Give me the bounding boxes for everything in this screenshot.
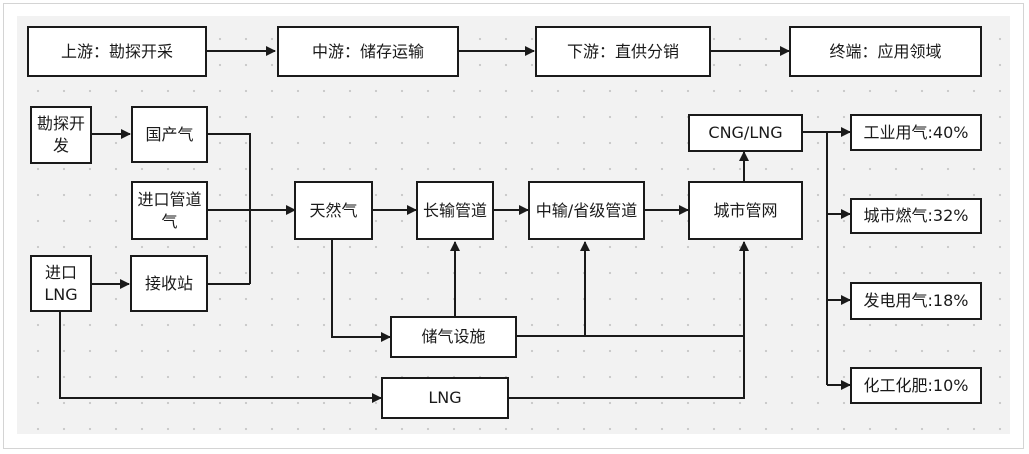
app-industrial: 工业用气:40% — [850, 114, 982, 151]
node-storage: 储气设施 — [390, 316, 517, 358]
node-cng-lng: CNG/LNG — [688, 114, 803, 152]
node-long-pipeline: 长输管道 — [416, 181, 494, 240]
stage-upstream: 上游：勘探开采 — [27, 26, 207, 77]
app-city-gas: 城市燃气:32% — [850, 198, 982, 234]
stage-downstream: 下游：直供分销 — [535, 26, 711, 77]
node-import-lng: 进口LNG — [30, 255, 92, 312]
app-power: 发电用气:18% — [850, 282, 982, 320]
line-domestic-to-bus — [207, 133, 251, 284]
node-pipeline-import: 进口管道气 — [131, 181, 208, 240]
arrow-gas-to-storage — [331, 240, 391, 342]
node-exploration: 勘探开发 — [30, 106, 92, 164]
node-city-network: 城市管网 — [688, 181, 803, 240]
node-receiving-station: 接收站 — [130, 255, 208, 312]
node-natural-gas: 天然气 — [294, 181, 373, 240]
arrow-importlng-to-lng — [59, 312, 382, 403]
app-fertilizer: 化工化肥:10% — [850, 367, 982, 404]
node-lng: LNG — [381, 377, 509, 419]
node-domestic-gas: 国产气 — [131, 106, 208, 163]
node-mid-pipeline: 中输/省级管道 — [528, 181, 645, 240]
stage-terminal: 终端：应用领域 — [789, 26, 982, 77]
diagram-canvas — [17, 16, 1010, 434]
stage-midstream: 中游：储存运输 — [277, 26, 459, 77]
arrow-lng-to-city — [508, 241, 749, 399]
